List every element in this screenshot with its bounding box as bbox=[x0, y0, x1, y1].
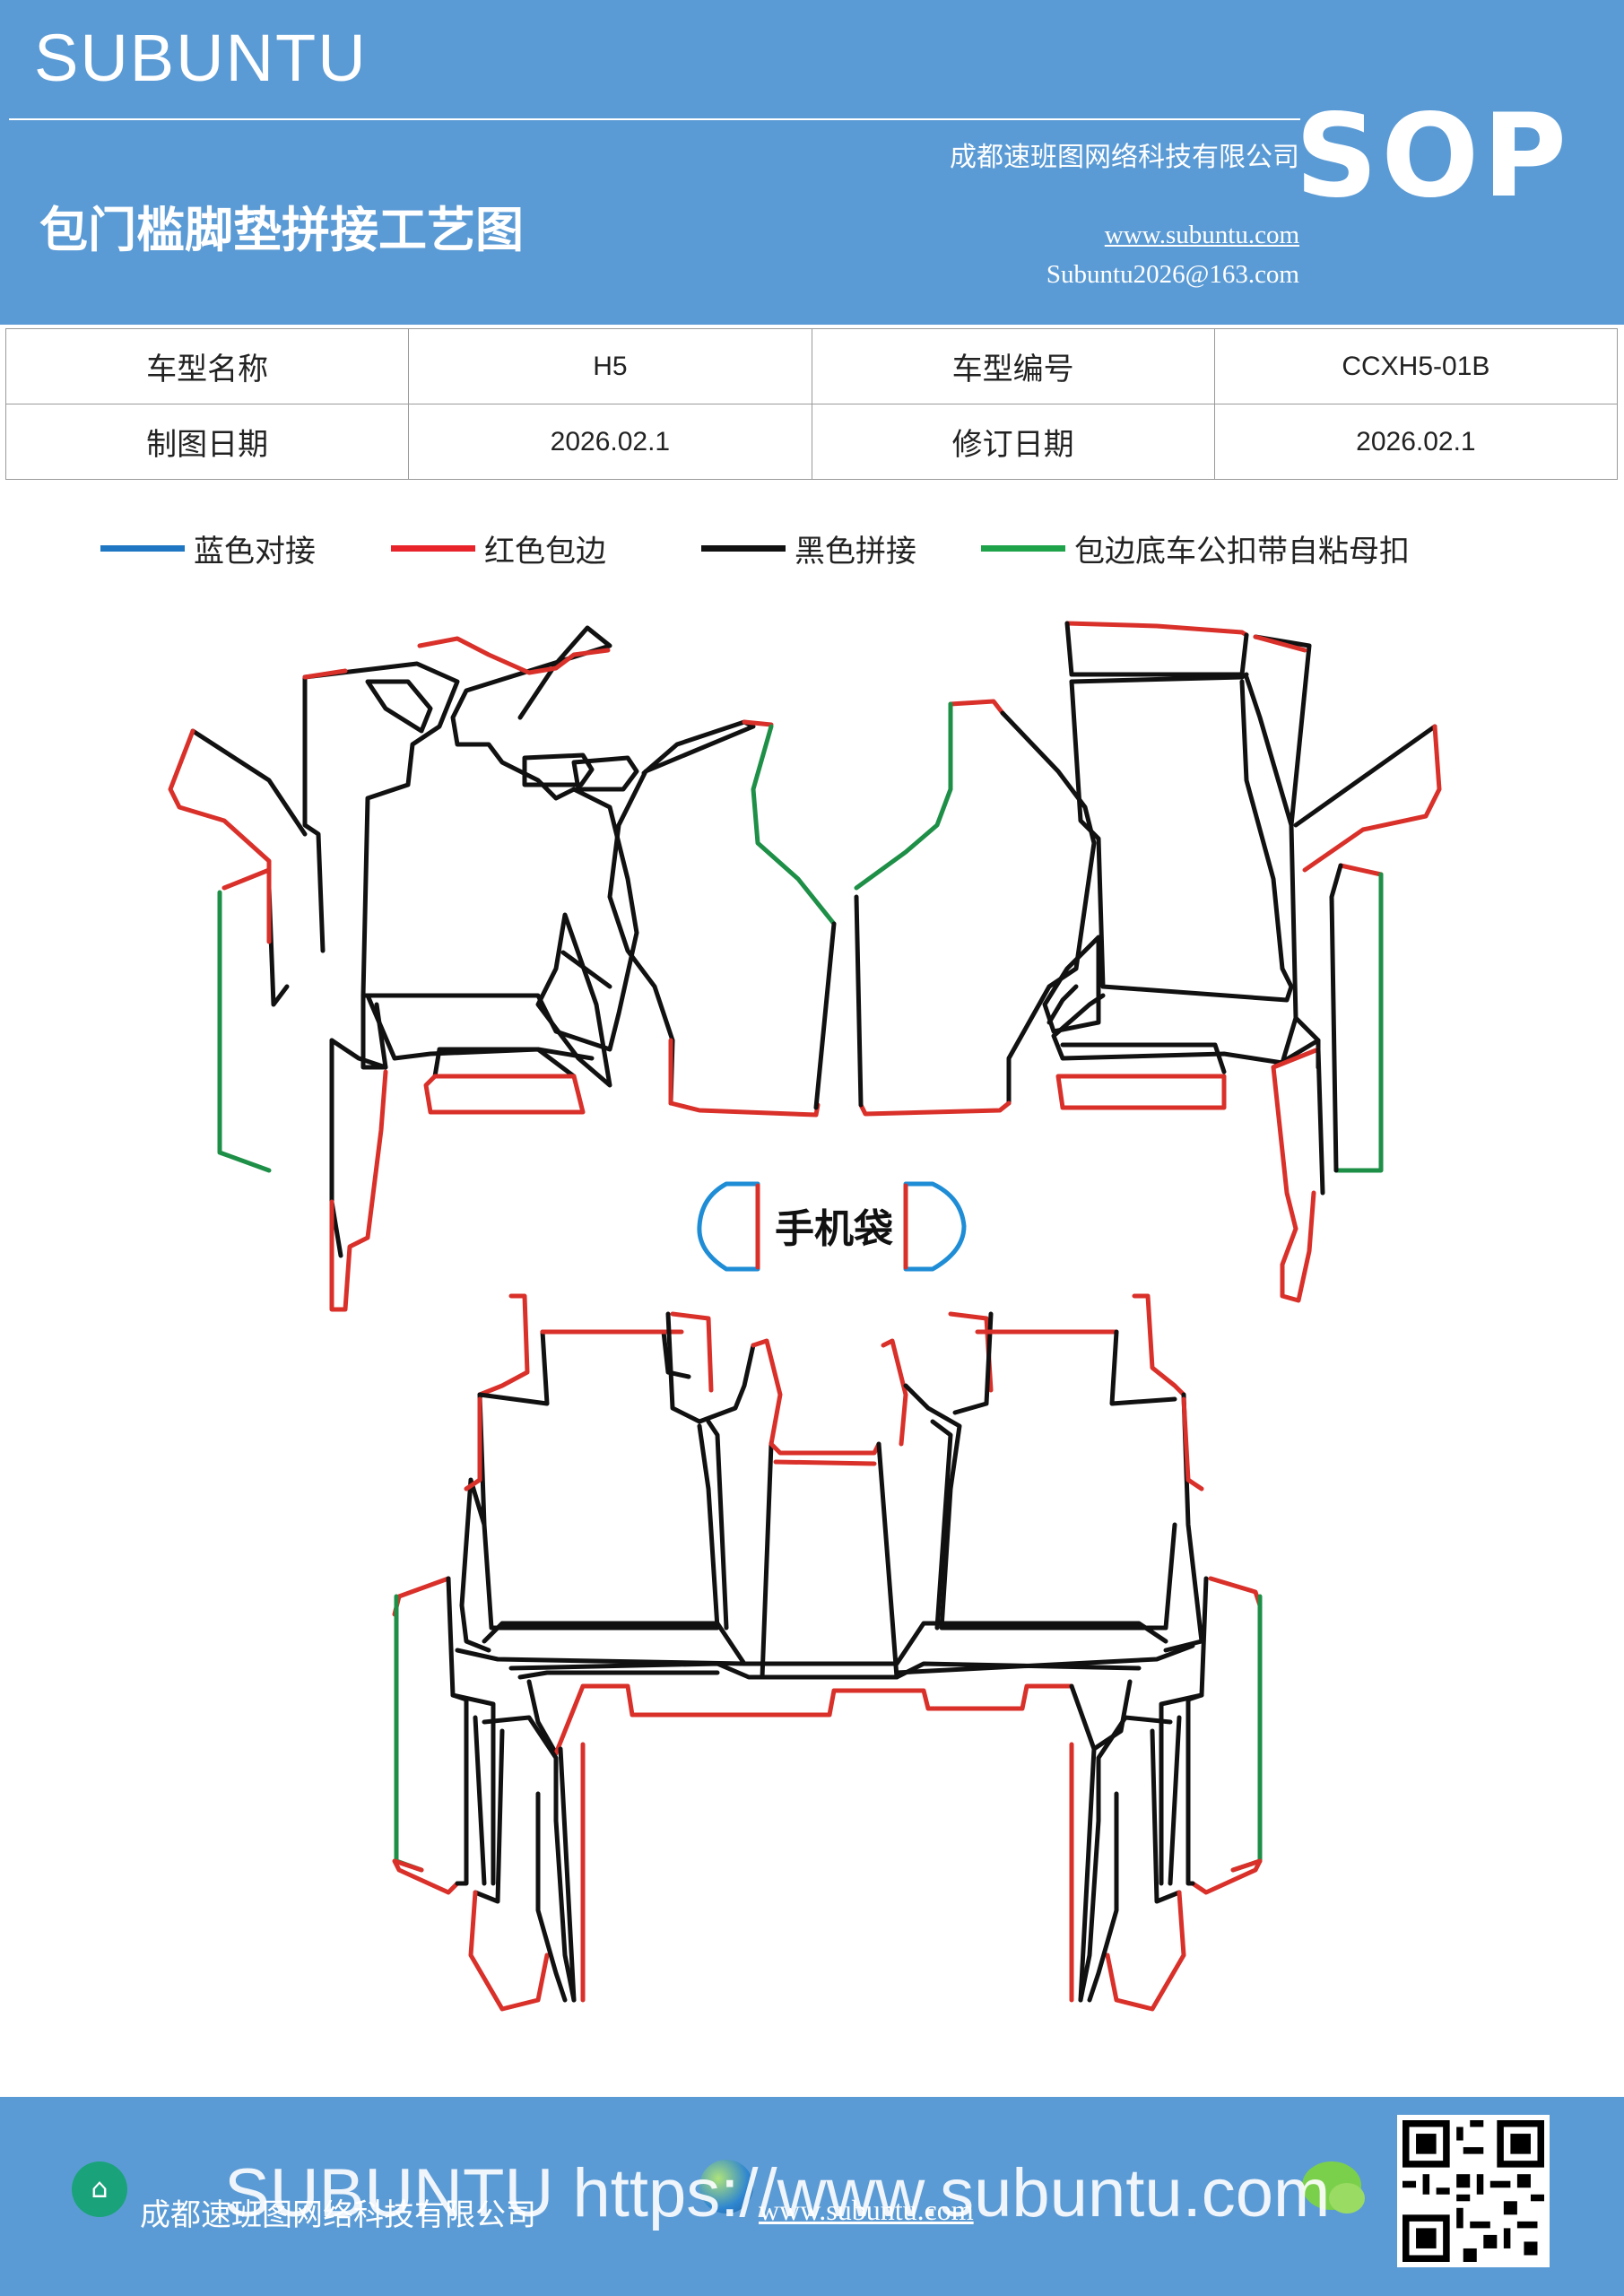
footer-watermark: SUBUNTU https://www.subuntu.com bbox=[224, 2155, 1331, 2231]
table-row: 制图日期 2026.02.1 修订日期 2026.02.1 bbox=[4, 404, 1619, 480]
front-right-mat bbox=[1042, 621, 1442, 1303]
header-divider bbox=[9, 118, 1300, 120]
sop-badge: SOP bbox=[1295, 90, 1570, 223]
footer-website-link[interactable]: www.subuntu.com bbox=[759, 2194, 974, 2226]
phone-pocket-label: 手机袋 bbox=[775, 1206, 893, 1252]
table-cell-label: 车型编号 bbox=[811, 328, 1215, 404]
legend-swatch bbox=[981, 544, 1065, 552]
table-cell-value: CCXH5-01B bbox=[1213, 328, 1619, 404]
legend-label: 包边底车公扣带自粘母扣 bbox=[1074, 533, 1410, 570]
legend-item-green: 包边底车公扣带自粘母扣 bbox=[981, 526, 1410, 570]
legend-label: 红色包边 bbox=[484, 533, 606, 570]
table-cell-value: 2026.02.1 bbox=[1213, 404, 1619, 480]
table-cell-label: 制图日期 bbox=[4, 404, 410, 480]
front-left-mat bbox=[168, 625, 639, 1312]
front-center-left-mat bbox=[560, 719, 837, 1118]
legend-label: 黑色拼接 bbox=[795, 533, 916, 570]
globe-icon bbox=[699, 2160, 753, 2213]
table-row: 车型名称 H5 车型编号 CCXH5-01B bbox=[4, 328, 1619, 404]
footer-company-name: 成都速班图网络科技有限公司 bbox=[140, 2197, 536, 2233]
table-cell-label: 车型名称 bbox=[4, 328, 410, 404]
rear-mat bbox=[392, 1293, 1263, 2012]
legend-swatch bbox=[701, 544, 786, 552]
legend-swatch bbox=[100, 544, 185, 552]
line-legend: 蓝色对接 红色包边 黑色拼接 包边底车公扣带自粘母扣 bbox=[0, 526, 1624, 570]
phone-pocket bbox=[697, 1181, 967, 1272]
email-address: Subuntu2026@163.com bbox=[1046, 260, 1299, 289]
front-center-right-mat bbox=[854, 699, 1097, 1117]
table-cell-value: H5 bbox=[408, 328, 812, 404]
qr-code-icon bbox=[1403, 2120, 1544, 2262]
brand-logo-text: SUBUNTU bbox=[34, 21, 368, 95]
header-banner: SUBUNTU 成都速班图网络科技有限公司 包门槛脚垫拼接工艺图 www.sub… bbox=[0, 0, 1624, 325]
floor-mat-diagram: 手机袋 bbox=[168, 621, 1442, 2012]
legend-item-blue: 蓝色对接 bbox=[100, 526, 316, 570]
wechat-icon bbox=[1302, 2161, 1365, 2213]
building-icon: ⌂ bbox=[72, 2161, 127, 2217]
legend-item-black: 黑色拼接 bbox=[701, 526, 916, 570]
table-cell-value: 2026.02.1 bbox=[408, 404, 812, 480]
legend-item-red: 红色包边 bbox=[391, 526, 606, 570]
website-link[interactable]: www.subuntu.com bbox=[1104, 221, 1299, 249]
table-cell-label: 修订日期 bbox=[811, 404, 1215, 480]
legend-swatch bbox=[391, 544, 475, 552]
legend-label: 蓝色对接 bbox=[194, 533, 316, 570]
qr-code[interactable] bbox=[1397, 2115, 1550, 2267]
info-table: 车型名称 H5 车型编号 CCXH5-01B 制图日期 2026.02.1 修订… bbox=[4, 328, 1619, 480]
company-name: 成都速班图网络科技有限公司 bbox=[950, 142, 1299, 173]
page-title: 包门槛脚垫拼接工艺图 bbox=[39, 201, 524, 258]
footer-banner: ⌂ 成都速班图网络科技有限公司 www.subuntu.com SUBUNTU … bbox=[0, 2097, 1624, 2296]
